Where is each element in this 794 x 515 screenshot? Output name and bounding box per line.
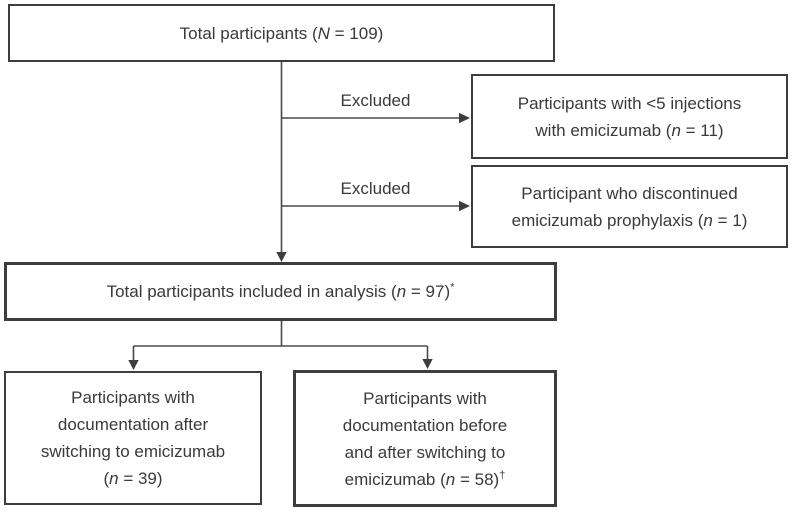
text-segment: Participant who discontinued [521, 183, 738, 203]
text-segment: and after switching to [344, 442, 506, 462]
text-segment: documentation after [57, 415, 209, 434]
text-segment-italic: n [671, 120, 681, 140]
box-text-line: emicizumab prophylaxis (n = 1) [512, 207, 748, 234]
box-text-line: Participants with <5 injections [518, 90, 741, 117]
text-segment: ( [103, 469, 110, 488]
text-segment: = 109) [329, 23, 384, 43]
box-text-line: documentation before [343, 412, 507, 439]
text-segment: switching to emicizumab [40, 442, 226, 461]
text-segment: Participants with <5 injections [517, 93, 742, 113]
text-segment: = 39) [118, 469, 163, 488]
text-segment: = 58) [455, 469, 500, 489]
text-segment: Total participants included in analysis … [106, 282, 397, 301]
box-text-line: switching to emicizumab [41, 438, 225, 465]
flow-box-included-in-analysis: Total participants included in analysis … [4, 262, 557, 321]
box-text-line: Total participants included in analysis … [107, 278, 455, 305]
box-text-line: Participant who discontinued [521, 180, 737, 207]
box-text-line: and after switching to [345, 439, 506, 466]
text-segment: Participants with [71, 388, 195, 407]
arrowhead-down-analysis [276, 252, 287, 262]
flow-box-excluded-lt5-injections: Participants with <5 injections with emi… [471, 74, 788, 159]
arrowhead-right-excluded-1 [459, 112, 470, 124]
flow-box-documentation-before-after: Participants with documentation before a… [293, 370, 557, 507]
flow-box-total-participants: Total participants (N = 109) [8, 4, 555, 62]
arrowhead-down-left-box [128, 360, 139, 370]
text-segment-italic: N [317, 23, 330, 43]
text-segment: = 11) [680, 120, 724, 140]
text-segment-italic: n [703, 210, 713, 230]
text-segment: emicizumab ( [344, 469, 446, 489]
arrowhead-right-excluded-2 [459, 200, 470, 212]
dagger-footnote-marker: † [499, 468, 506, 481]
text-segment: documentation before [342, 415, 508, 435]
box-text-line: emicizumab (n = 58)† [345, 466, 506, 493]
flow-box-excluded-discontinued: Participant who discontinued emicizumab … [471, 165, 788, 248]
arrowhead-down-right-box [422, 359, 433, 369]
excluded-label-1: Excluded [340, 91, 411, 110]
text-segment: = 97) [406, 282, 451, 301]
asterisk-footnote-marker: * [450, 281, 455, 294]
box-text-line: documentation after [58, 411, 208, 438]
box-text-line: (n = 39) [103, 465, 162, 492]
box-text-line: Total participants (N = 109) [180, 20, 384, 47]
text-segment: Participants with [363, 388, 487, 408]
box-text-line: with emicizumab (n = 11) [535, 117, 723, 144]
box-text-line: Participants with [363, 385, 487, 412]
text-segment-italic: n [396, 282, 407, 301]
text-segment: emicizumab prophylaxis ( [511, 210, 704, 230]
excluded-label-2: Excluded [340, 179, 411, 198]
text-segment: with emicizumab ( [535, 120, 672, 140]
text-segment: Total participants ( [179, 23, 318, 43]
flow-box-documentation-after: Participants with documentation after sw… [4, 371, 262, 505]
box-text-line: Participants with [71, 384, 195, 411]
text-segment-italic: n [109, 469, 119, 488]
text-segment: = 1) [712, 210, 748, 230]
text-segment-italic: n [445, 469, 456, 489]
